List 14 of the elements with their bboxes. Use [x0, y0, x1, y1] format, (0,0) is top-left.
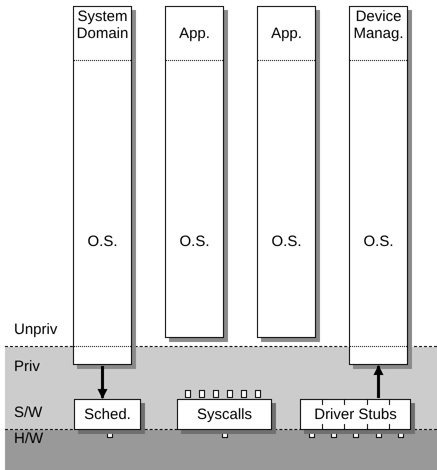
column-title: Device Manag.: [352, 9, 405, 43]
layer-label: Priv: [14, 358, 40, 375]
arrow: [98, 366, 108, 399]
arrow: [374, 365, 384, 398]
column-label: O.S.: [271, 233, 302, 250]
column-label: O.S.: [87, 233, 118, 250]
layer-label: Unpriv: [14, 321, 58, 338]
column-label: O.S.: [179, 233, 210, 250]
layer-label: S/W: [14, 404, 42, 421]
column-label: O.S.: [363, 233, 394, 250]
column-title: System Domain: [76, 9, 130, 43]
column-title: App.: [271, 26, 302, 43]
layer-label: H/W: [14, 430, 44, 447]
column-title: App.: [179, 26, 210, 43]
